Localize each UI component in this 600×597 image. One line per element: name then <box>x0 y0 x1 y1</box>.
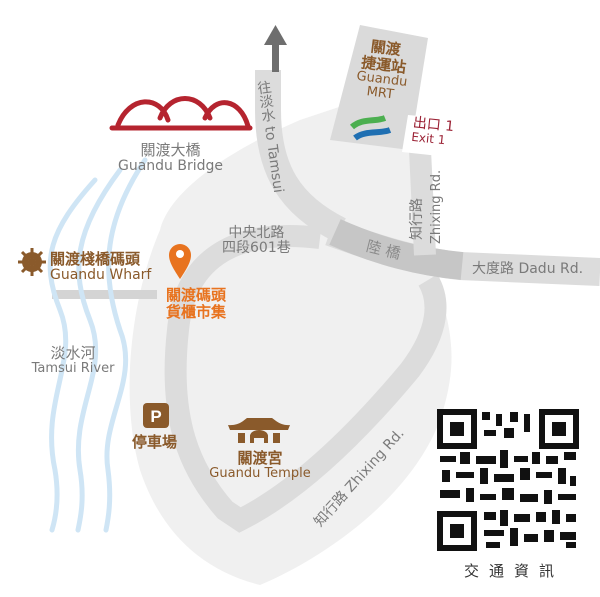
zhixing-road-north <box>409 149 436 256</box>
zhongyang-line1: 中央北路 <box>228 225 285 241</box>
zhixing-road-north-en: Zhixing Rd. <box>429 169 444 244</box>
zhongyang-line2: 四段601巷 <box>222 240 291 257</box>
river-label-zh: 淡水河 <box>50 344 96 362</box>
temple-icon <box>228 418 290 443</box>
market-label-line2: 貨櫃市集 <box>166 302 227 321</box>
to-tamsui-road <box>255 70 347 242</box>
land-area <box>129 100 452 585</box>
river-label-en: Tamsui River <box>31 360 115 376</box>
overpass-segment <box>329 219 464 280</box>
exit-tag <box>402 115 465 158</box>
arch-bridge-icon <box>109 96 253 131</box>
ring-road <box>164 225 447 533</box>
temple-label-zh: 關渡宮 <box>237 449 283 467</box>
metro-logo-icon <box>349 115 392 141</box>
qr-code[interactable] <box>437 409 579 551</box>
north-arrow-icon <box>264 25 287 72</box>
mrt-label[interactable]: 關渡 捷運站 Guandu MRT <box>345 36 422 106</box>
svg-text:P: P <box>150 407 161 426</box>
qr-caption: 交通資訊 <box>463 562 564 580</box>
wharf-label[interactable]: 關渡棧橋碼頭 Guandu Wharf <box>50 251 151 283</box>
parking-label: 停車場 <box>132 433 178 451</box>
temple-label-en: Guandu Temple <box>209 465 311 481</box>
parking-icon: P <box>143 403 169 428</box>
bridge-label: 關渡大橋 Guandu Bridge <box>108 142 233 174</box>
market-label[interactable]: 關渡碼頭 貨櫃市集 <box>166 287 226 320</box>
wharf-pier <box>52 290 157 299</box>
river-waves <box>47 157 148 533</box>
bridge-label-en: Guandu Bridge <box>117 157 224 174</box>
mrt-station-block <box>330 25 428 150</box>
exit-label: 出口 1 Exit 1 <box>411 115 455 149</box>
ship-wheel-icon <box>18 248 46 276</box>
bridge-label-zh: 關渡大橋 <box>140 141 201 159</box>
zhongyang-road-label: 中央北路 四段601巷 <box>222 225 291 257</box>
market-label-line1: 關渡碼頭 <box>166 286 227 304</box>
wharf-label-zh: 關渡棧橋碼頭 <box>50 250 141 268</box>
river-label: 淡水河 Tamsui River <box>28 345 118 376</box>
dadu-road-label: 大度路 Dadu Rd. <box>472 261 584 277</box>
temple-label[interactable]: 關渡宮 Guandu Temple <box>200 450 320 481</box>
wharf-label-en: Guandu Wharf <box>50 266 152 283</box>
zhixing-road-north-zh: 知行路 <box>409 198 425 240</box>
location-pin-icon <box>169 244 191 279</box>
